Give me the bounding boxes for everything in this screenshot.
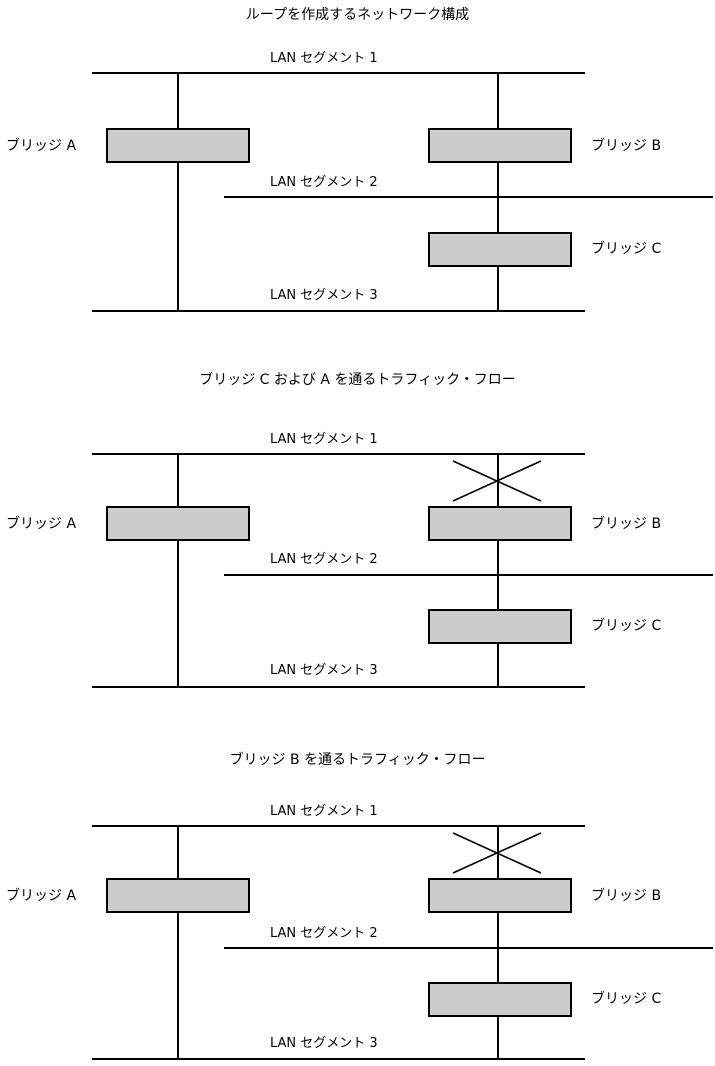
bridge-b-label: ブリッジ B [591, 516, 662, 532]
lan-segment-1-label: LAN セグメント 1 [270, 432, 378, 447]
bridge-a-link-line [177, 825, 179, 1060]
panel-loop-topology: ループを作成するネットワーク構成 LAN セグメント 1 LAN セグメント 2… [0, 0, 715, 356]
lan-segment-2-label: LAN セグメント 2 [270, 926, 378, 941]
panel-title: ブリッジ C および A を通るトラフィック・フロー [199, 372, 516, 388]
bridge-c-box[interactable] [428, 982, 572, 1017]
bridge-b-box[interactable] [428, 878, 572, 913]
lan-segment-1-line [92, 453, 585, 455]
lan-segment-3-label: LAN セグメント 3 [270, 1036, 378, 1051]
bridge-a-label: ブリッジ A [6, 516, 77, 532]
lan-segment-1-label: LAN セグメント 1 [270, 51, 378, 66]
bridge-a-box[interactable] [106, 878, 250, 913]
lan-segment-2-line [224, 574, 713, 576]
lan-segment-3-label: LAN セグメント 3 [270, 663, 378, 678]
panel-traffic-via-b: ブリッジ B を通るトラフィック・フロー LAN セグメント 1 LAN セグメ… [0, 746, 715, 1066]
bridge-b-c-link-line [497, 453, 499, 688]
lan-segment-3-line [92, 686, 585, 688]
bridge-b-box[interactable] [428, 128, 572, 163]
bridge-a-label: ブリッジ A [6, 138, 77, 154]
panel-traffic-via-c-and-a: ブリッジ C および A を通るトラフィック・フロー LAN セグメント 1 L… [0, 356, 715, 746]
lan-segment-3-line [92, 310, 585, 312]
lan-segment-2-line [224, 947, 713, 949]
lan-segment-3-label: LAN セグメント 3 [270, 288, 378, 303]
bridge-a-link-line [177, 453, 179, 688]
lan-segment-3-line [92, 1058, 585, 1060]
bridge-b-box[interactable] [428, 506, 572, 541]
lan-segment-2-label: LAN セグメント 2 [270, 175, 378, 190]
bridge-a-box[interactable] [106, 128, 250, 163]
x-block-marker [452, 460, 542, 502]
bridge-b-label: ブリッジ B [591, 138, 662, 154]
bridge-a-label: ブリッジ A [6, 888, 77, 904]
bridge-b-c-link-line [497, 72, 499, 312]
bridge-c-box[interactable] [428, 609, 572, 644]
bridge-c-label: ブリッジ C [591, 618, 662, 634]
lan-segment-2-line [224, 196, 713, 198]
bridge-a-link-line [177, 72, 179, 312]
bridge-b-c-link-line [497, 825, 499, 1060]
x-block-marker [452, 832, 542, 874]
lan-segment-1-line [92, 825, 585, 827]
panel-title: ブリッジ B を通るトラフィック・フロー [229, 752, 486, 768]
panel-title: ループを作成するネットワーク構成 [245, 7, 470, 23]
bridge-b-label: ブリッジ B [591, 888, 662, 904]
bridge-c-label: ブリッジ C [591, 241, 662, 257]
bridge-c-box[interactable] [428, 232, 572, 267]
lan-segment-2-label: LAN セグメント 2 [270, 552, 378, 567]
lan-segment-1-line [92, 72, 585, 74]
bridge-c-label: ブリッジ C [591, 991, 662, 1007]
bridge-a-box[interactable] [106, 506, 250, 541]
lan-segment-1-label: LAN セグメント 1 [270, 804, 378, 819]
